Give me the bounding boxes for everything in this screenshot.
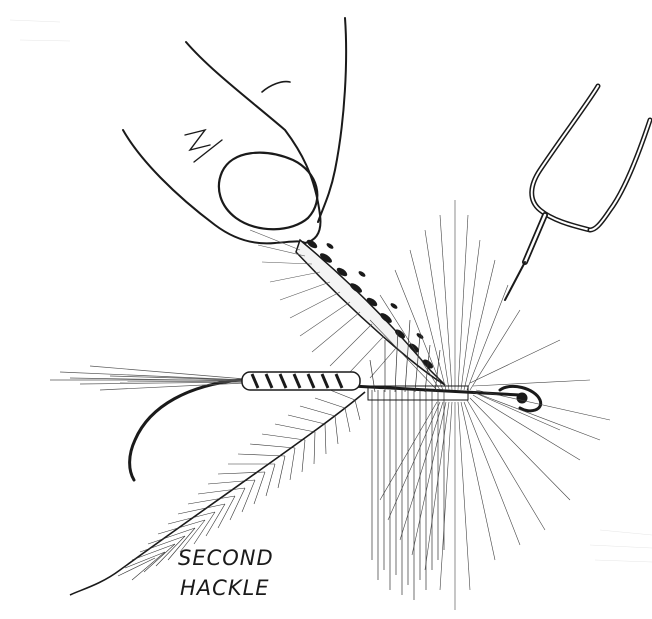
tail (50, 366, 245, 390)
caption-label: SECOND HACKLE (178, 543, 274, 603)
hook (130, 380, 541, 480)
caption-line-2: HACKLE (180, 573, 274, 603)
fly-body (242, 372, 360, 390)
hackle-pliers (505, 86, 650, 300)
first-hackle (370, 200, 610, 610)
paper-texture (10, 20, 652, 562)
caption-line-1: SECOND (178, 543, 274, 573)
thumb (123, 18, 346, 243)
hackle-quill (250, 230, 445, 385)
